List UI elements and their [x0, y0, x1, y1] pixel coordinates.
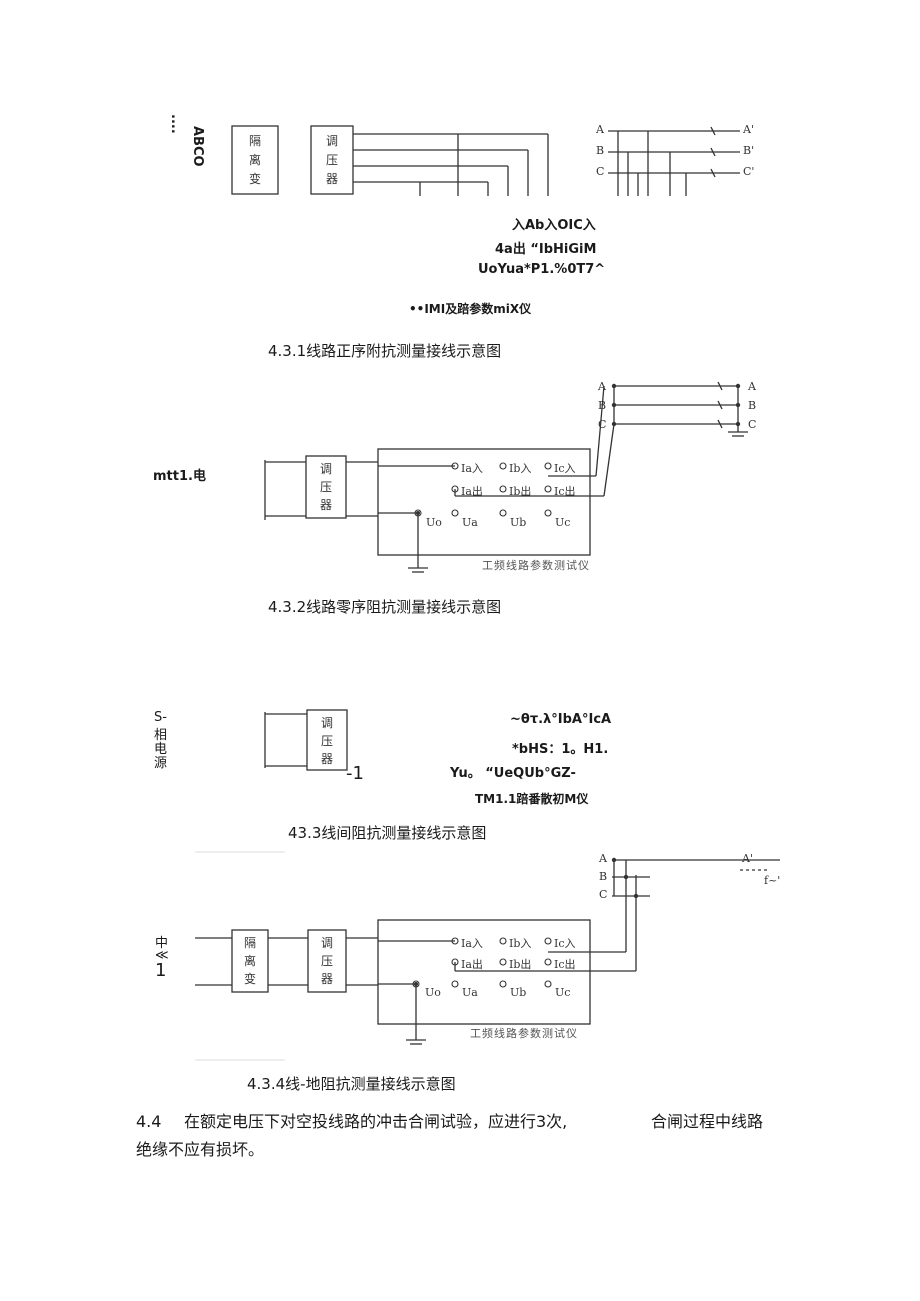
fig3-regulator-label-3: 器	[321, 752, 334, 766]
fig1-regulator-label-2: 压	[326, 153, 339, 167]
fig4-side-label-3: 1	[155, 960, 167, 981]
section-text-line1a: 在额定电压下对空投线路的冲击合闸试验，应进行3次,	[184, 1112, 568, 1131]
fig1-isolation-label-3: 变	[249, 172, 262, 186]
fig1-isolation-label-2: 离	[249, 153, 262, 167]
fig2-terminal-ia-out: Ia出	[461, 485, 483, 498]
fig2-regulator-label-1: 调	[320, 462, 333, 476]
fig2-phase-a: A	[598, 380, 606, 393]
fig2-phase-b: B	[598, 399, 607, 412]
fig1-phase-c-prime: C'	[743, 165, 755, 178]
fig3-ocr-line-2: *bHS：1。H1.	[512, 742, 609, 757]
fig2-terminal-ib-in: Ib入	[509, 462, 532, 475]
fig2-terminal-ia-in: Ia入	[461, 462, 483, 475]
fig3-caption: 43.3线间阻抗测量接线示意图	[288, 824, 487, 842]
fig4-isolation-label-2: 离	[244, 954, 257, 968]
fig4-isolation-label-3: 变	[244, 972, 257, 986]
fig4-terminal-uc: Uc	[555, 986, 571, 999]
fig1-caption: 4.3.1线路正序附抗测量接线示意图	[268, 342, 502, 360]
fig4-terminal-ib-in: Ib入	[509, 937, 532, 950]
fig1-phase-b: B	[596, 144, 605, 157]
fig4-regulator-label-2: 压	[321, 954, 334, 968]
fig4-phase-a-prime: A'	[742, 852, 753, 865]
fig4-phase-a: A	[599, 852, 607, 865]
fig4-side-label-1: 中	[155, 936, 169, 951]
fig4-regulator-box	[307, 929, 347, 993]
fig2-regulator-label-2: 压	[320, 480, 333, 494]
fig2-caption: 4.3.2线路零序阻抗测量接线示意图	[268, 598, 502, 616]
fig1-regulator-box	[310, 125, 354, 195]
fig2-side-label: mtt1.电	[153, 469, 206, 484]
section-text-line2: 绝缘不应有损坏。	[136, 1140, 265, 1159]
fig4-terminal-uo: Uo	[425, 986, 441, 999]
fig1-phase-c: C	[596, 165, 605, 178]
fig2-phase-a-right: A	[748, 380, 756, 393]
fig4-isolation-label-1: 隔	[244, 936, 257, 950]
fig2-instrument-label: 工频线路参数测试仪	[482, 559, 590, 572]
fig4-terminal-ic-out: Ic出	[554, 958, 576, 971]
fig3-regulator-box	[306, 709, 348, 771]
fig4-caption: 4.3.4线-地阻抗测量接线示意图	[247, 1075, 456, 1093]
fig1-ocr-line-3: UoYua*P1.%0T7^	[478, 262, 606, 277]
fig4-terminal-ia-in: Ia入	[461, 937, 483, 950]
fig1-side-label: ABCO	[190, 126, 205, 167]
fig2-terminal-uc: Uc	[555, 516, 571, 529]
fig1-phase-a-prime: A'	[743, 123, 754, 136]
fig1-isolation-box	[231, 125, 279, 195]
fig4-terminal-ib-out: Ib出	[509, 958, 532, 971]
fig1-ocr-line-4: ••IMI及踣参数miX仪	[409, 302, 532, 316]
fig1-regulator-label-1: 调	[326, 134, 339, 148]
fig4-isolation-box	[231, 929, 269, 993]
fig3-ocr-line-1: ~θτ.λ°IbA°IcA	[510, 712, 612, 727]
fig4-regulator-label-1: 调	[321, 936, 334, 950]
fig2-regulator-label-3: 器	[320, 498, 333, 512]
fig4-terminal-ua: Ua	[462, 986, 478, 999]
fig1-isolation-label-1: 隔	[249, 134, 262, 148]
fig2-terminal-uo: Uo	[426, 516, 442, 529]
fig4-side-label-2: ≪	[155, 948, 169, 963]
fig4-phase-b: B	[599, 870, 608, 883]
fig3-regulator-label-2: 压	[321, 734, 334, 748]
fig3-ocr-line-3: Yu。 “UeQUb°GZ-	[450, 766, 576, 781]
fig2-terminal-ua: Ua	[462, 516, 478, 529]
fig4-far-note: f~'	[764, 874, 781, 887]
fig3-side-label-4: 源	[154, 756, 168, 771]
fig3-regulator-label-1: 调	[321, 716, 334, 730]
fig4-phase-c: C	[599, 888, 608, 901]
fig1-ocr-line-1: 入Ab入OIC入	[512, 218, 596, 233]
fig2-terminal-ib-out: Ib出	[509, 485, 532, 498]
fig3-marker: -1	[346, 763, 364, 784]
fig2-instrument-box	[377, 448, 591, 556]
fig1-ocr-line-2: 4a出 “IbHiGiM	[495, 242, 597, 257]
fig4-instrument-label: 工频线路参数测试仪	[470, 1027, 578, 1040]
fig4-terminal-ub: Ub	[510, 986, 527, 999]
fig1-phase-b-prime: B'	[743, 144, 755, 157]
fig4-instrument-box	[377, 919, 591, 1025]
section-text-line1b: 合闸过程中线路	[651, 1112, 764, 1131]
fig3-side-label-2: 相	[154, 728, 168, 743]
fig2-phase-b-right: B	[748, 399, 757, 412]
fig2-regulator-box	[305, 455, 347, 519]
fig4-regulator-label-3: 器	[321, 972, 334, 986]
fig3-ocr-line-4: TM1.1踣番散初M仪	[475, 792, 589, 806]
fig2-terminal-ic-in: Ic入	[554, 462, 576, 475]
fig2-terminal-ub: Ub	[510, 516, 527, 529]
fig4-terminal-ic-in: Ic入	[554, 937, 576, 950]
fig2-phase-c-right: C	[748, 418, 757, 431]
fig1-regulator-label-3: 器	[326, 172, 339, 186]
fig3-side-label-3: 电	[154, 742, 168, 757]
fig2-terminal-ic-out: Ic出	[554, 485, 576, 498]
fig3-side-label-1: S-	[154, 710, 167, 725]
fig1-dots: ....	[168, 114, 183, 134]
fig2-phase-c: C	[598, 418, 607, 431]
fig4-terminal-ia-out: Ia出	[461, 958, 483, 971]
section-number: 4.4	[136, 1112, 162, 1131]
fig1-phase-a: A	[596, 123, 604, 136]
